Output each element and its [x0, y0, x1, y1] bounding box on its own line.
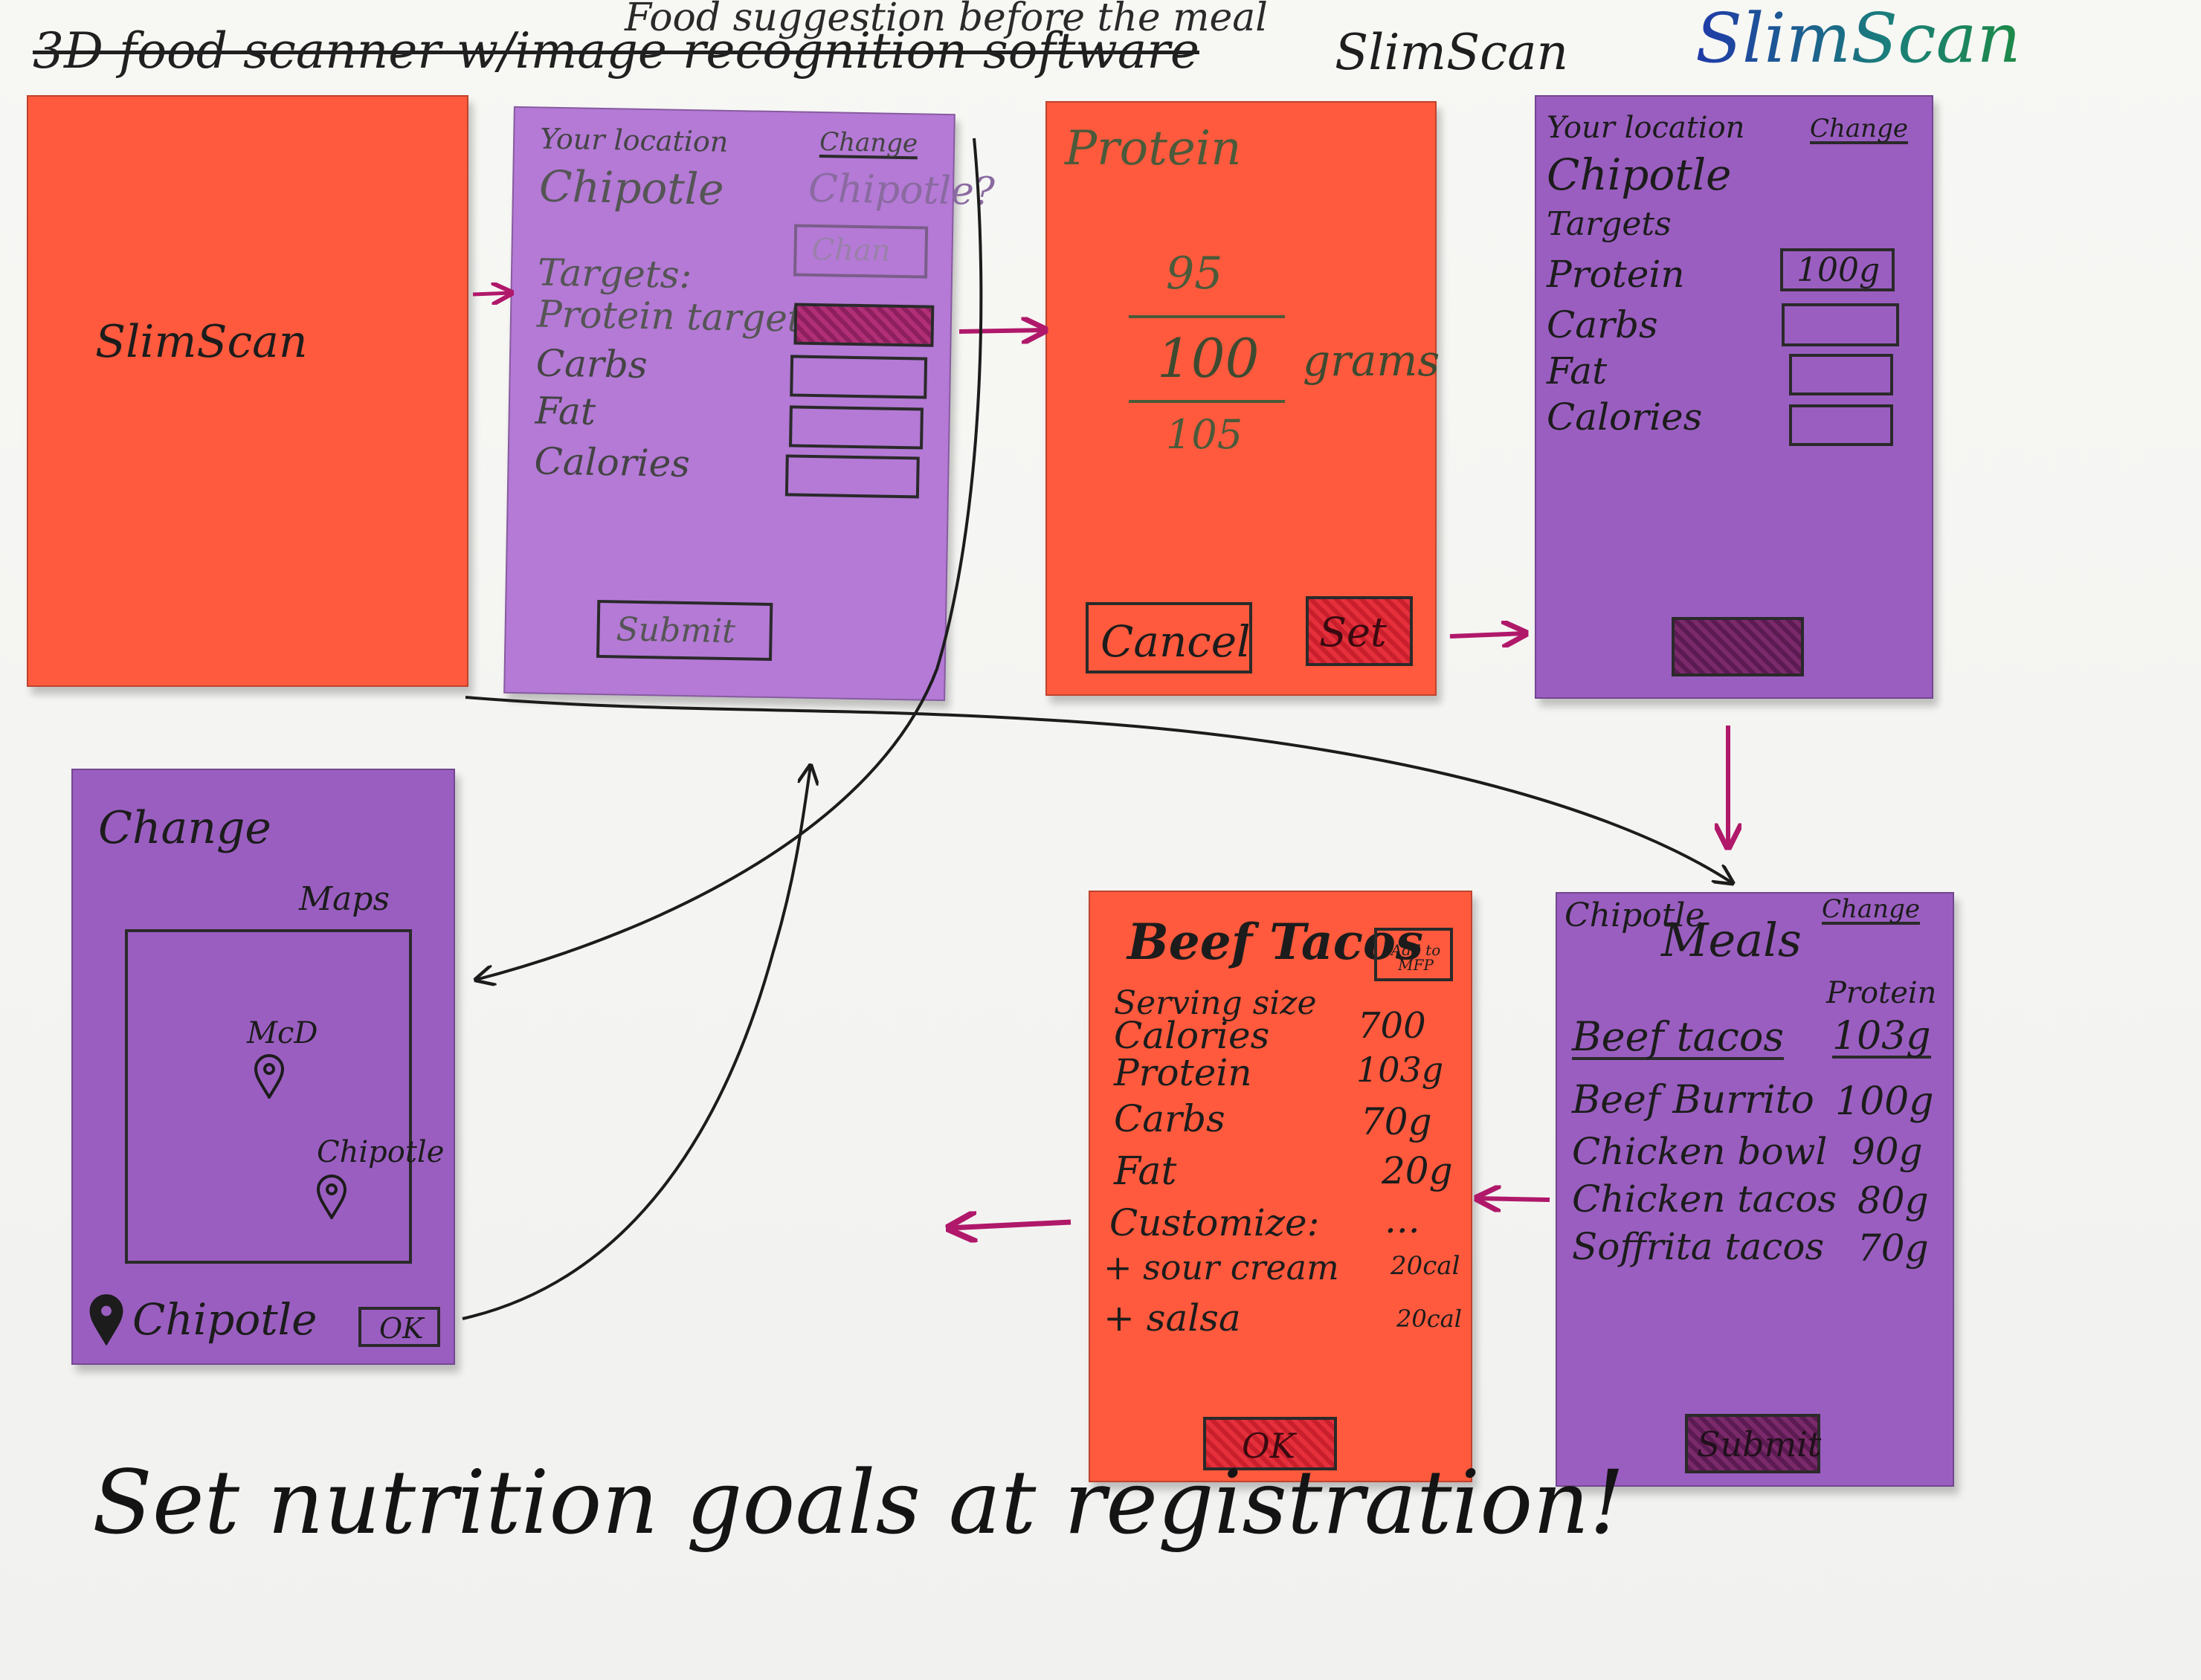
- addon-salsa-value: 20cal: [1396, 1305, 1462, 1333]
- change-link-2[interactable]: Change: [1810, 114, 1908, 144]
- selected-location: Chipotle: [132, 1294, 318, 1345]
- meal-item-protein: 103g: [1832, 1014, 1931, 1059]
- arrow-splash-to-meals: [465, 696, 1733, 883]
- picker-line-top: [1129, 315, 1285, 318]
- detail-row-value-protein: 103g: [1356, 1050, 1444, 1090]
- ok-button-label: OK: [379, 1312, 424, 1345]
- brand-title: SlimScan: [1695, 0, 2021, 78]
- meal-item-protein: 80g: [1857, 1179, 1929, 1222]
- map-area[interactable]: McD Chipotle: [125, 929, 444, 1264]
- set-button[interactable]: Set: [1306, 596, 1413, 666]
- detail-row-label-protein: Protein: [1114, 1051, 1252, 1094]
- picker-value-high[interactable]: 105: [1166, 411, 1243, 458]
- detail-row-label-calories: Calories: [1114, 1014, 1270, 1057]
- picker-title: Protein: [1065, 121, 1242, 176]
- detail-row-value-fat: 20g: [1382, 1149, 1453, 1192]
- addon-salsa[interactable]: + salsa: [1103, 1296, 1241, 1340]
- ok-button[interactable]: OK: [358, 1307, 440, 1347]
- detail-ok-button[interactable]: OK: [1203, 1417, 1337, 1470]
- arrow-splash-to-targets: [472, 293, 512, 294]
- pin-mcd-label: McD: [247, 1016, 318, 1050]
- meal-item-name[interactable]: Chicken bowl: [1572, 1130, 1828, 1173]
- picker-line-bottom: [1129, 400, 1285, 403]
- detail-row-value-calories: 700: [1358, 1005, 1426, 1047]
- location-pin-icon: [89, 1294, 123, 1345]
- calories-label-2: Calories: [1547, 395, 1703, 439]
- arrow-map-ok-to-targets: [462, 766, 811, 1320]
- picker-value-selected[interactable]: 100: [1157, 327, 1260, 390]
- arrow-targets-change-to-map: [476, 138, 983, 980]
- protein-label-2: Protein: [1547, 253, 1685, 296]
- map-pin-icon-mcd[interactable]: [254, 1054, 284, 1099]
- meals-submit-label: Submit: [1697, 1424, 1822, 1464]
- meals-change-link[interactable]: Change: [1822, 894, 1920, 925]
- struck-title: 3D food scanner w/image recognition soft…: [33, 22, 1199, 80]
- app-name-gray: SlimScan: [1335, 24, 1569, 81]
- arrow-detail-exit: [949, 1222, 1072, 1228]
- meals-column-label: Protein: [1826, 976, 1937, 1010]
- addon-sour-cream-value: 20cal: [1390, 1251, 1460, 1281]
- arrow-targets-to-picker: [958, 330, 1045, 332]
- add-to-mfp-button[interactable]: Add to MFP: [1374, 928, 1453, 981]
- meal-item-name[interactable]: Beef Burrito: [1572, 1078, 1814, 1122]
- submit-button-2[interactable]: [1672, 617, 1804, 676]
- add-to-mfp-label: Add to MFP: [1390, 941, 1441, 974]
- splash-screen: SlimScan: [27, 95, 468, 687]
- protein-picker-screen: Protein 95 100 grams 105 Cancel Set: [1045, 101, 1440, 696]
- meals-restaurant: Chipotle: [1564, 896, 1705, 934]
- serving-size-label: Serving size: [1114, 984, 1317, 1022]
- calories-input-2[interactable]: [1789, 404, 1893, 446]
- targets-label-2: Targets: [1547, 205, 1672, 243]
- cancel-button-label: Cancel: [1100, 616, 1251, 667]
- suggestion-note: Food suggestion before the meal: [625, 0, 1268, 40]
- customize-dots[interactable]: ...: [1385, 1198, 1420, 1241]
- carbs-input-2[interactable]: [1782, 303, 1899, 346]
- meal-item-protein: 90g: [1852, 1130, 1923, 1173]
- targets-set-screen: Your location Change Chipotle Targets Pr…: [1535, 95, 1933, 699]
- addon-sour-cream[interactable]: + sour cream: [1103, 1247, 1339, 1288]
- location-label-2: Your location: [1547, 111, 1745, 145]
- change-title: Change: [98, 802, 271, 854]
- meals-submit-button[interactable]: Submit: [1685, 1414, 1822, 1473]
- map-pin-icon-chipotle[interactable]: [317, 1175, 347, 1219]
- protein-input-2-value: 100g: [1796, 251, 1881, 289]
- detail-row-value-carbs: 70g: [1361, 1100, 1432, 1143]
- detail-row-label-fat: Fat: [1114, 1149, 1177, 1194]
- meal-detail-screen: Beef Tacos Add to MFP Serving size Calor…: [1089, 891, 1472, 1482]
- picker-value-low[interactable]: 95: [1166, 248, 1223, 300]
- footer-note: Set nutrition goals at registration!: [92, 1451, 1625, 1554]
- arrow-meals-to-detail: [1477, 1198, 1550, 1200]
- meal-item-name[interactable]: Beef tacos: [1572, 1013, 1785, 1060]
- map-label: Maps: [299, 880, 390, 918]
- cancel-button[interactable]: Cancel: [1086, 602, 1252, 673]
- fat-label-2: Fat: [1547, 349, 1608, 392]
- meal-item-name[interactable]: Soffrita tacos: [1572, 1225, 1825, 1268]
- picker-unit: grams: [1303, 335, 1440, 386]
- meal-item-name[interactable]: Chicken tacos: [1572, 1177, 1837, 1221]
- splash-app-name: SlimScan: [95, 316, 308, 368]
- carbs-label-2: Carbs: [1547, 303, 1658, 346]
- protein-input-2[interactable]: 100g: [1780, 248, 1895, 291]
- customize-label: Customize:: [1109, 1201, 1320, 1244]
- change-screen: Change Maps McD Chipotle Chipotle OK: [71, 769, 455, 1365]
- detail-title: Beef Tacos: [1127, 913, 1424, 971]
- pin-chipotle-label: Chipotle: [317, 1135, 445, 1169]
- set-button-label: Set: [1319, 609, 1387, 656]
- detail-ok-label: OK: [1242, 1426, 1296, 1466]
- meal-item-protein: 70g: [1857, 1227, 1929, 1270]
- meal-item-protein: 100g: [1835, 1079, 1934, 1124]
- detail-row-label-carbs: Carbs: [1114, 1097, 1225, 1140]
- fat-input-2[interactable]: [1789, 354, 1893, 395]
- arrow-picker-to-targets-set: [1449, 633, 1526, 636]
- location-value-2: Chipotle: [1547, 149, 1732, 200]
- meals-screen: Chipotle Change Meals Protein Beef tacos…: [1556, 892, 1954, 1487]
- meals-heading: Meals: [1661, 913, 1802, 967]
